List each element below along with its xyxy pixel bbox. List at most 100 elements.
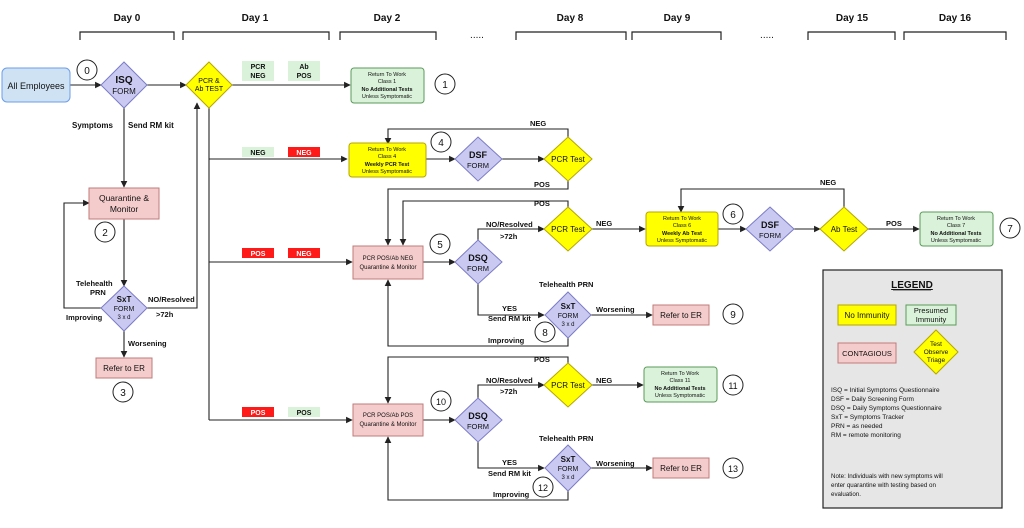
timeline-ellipsis-1: ..... (470, 30, 484, 41)
edge-labels: Symptoms Send RM kit Telehealth PRN Impr… (66, 119, 902, 499)
step-circle-11 (722, 374, 744, 396)
label-improving-12: Improving (493, 490, 530, 499)
sxt-main-title: SxT (117, 295, 132, 304)
label-no-resolved-main: NO/Resolved (148, 295, 195, 304)
edge-pcr4-neg-loop (384, 128, 569, 145)
tag-row10-pcr-box (242, 407, 274, 417)
label-worsening-main: Worsening (128, 339, 167, 348)
label-pos-row10: POS (534, 355, 550, 364)
dsf4-sub: FORM (467, 161, 489, 170)
pcr-pos-ab-pos-box (352, 403, 424, 437)
legend-note-line3: evaluation. (831, 491, 861, 498)
tag-row5-pcr-box (242, 248, 274, 258)
bracket-day-15 (807, 31, 896, 40)
step-number-7: 7 (1007, 224, 1013, 235)
tag-row4-pcr: NEG (250, 150, 266, 157)
label-72h-row10: >72h (500, 387, 518, 396)
step-number-3: 3 (120, 388, 126, 399)
rtw6-l1: Return To Work (663, 216, 701, 222)
rtw11-l1: Return To Work (661, 371, 699, 377)
dsq5-sub: FORM (467, 264, 489, 273)
legend-test-l1: Test (930, 341, 942, 348)
refer-er-13-box (652, 457, 710, 479)
tag-row5-pcr: POS (251, 251, 266, 258)
sxt12-title: SxT (561, 455, 576, 464)
legend: LEGEND No Immunity Presumed Immunity CON… (822, 269, 1003, 509)
rtw-class11-box (643, 366, 718, 403)
quarantine-monitor-box (88, 187, 160, 220)
legend-note: Note: Individuals with new symptoms will… (831, 473, 943, 498)
rtw11-l3: No Additional Tests (654, 386, 705, 392)
sxt-main-sub: FORM (114, 306, 135, 313)
day-label-1: Day 1 (242, 13, 269, 24)
step-number-8: 8 (542, 328, 548, 339)
pcr-test-4-label: PCR Test (551, 155, 585, 164)
step-numbers: 0 1 2 3 4 5 6 7 8 9 10 11 12 13 (84, 66, 1013, 493)
tag-ab-pos-l1: Ab (299, 64, 308, 71)
step-circle-5 (429, 233, 451, 255)
sxt8-title: SxT (561, 302, 576, 311)
rtw7-l2: Class 7 (947, 223, 965, 229)
label-send-rm-kit-12: Send RM kit (488, 469, 531, 478)
rtw6-l4: Unless Symptomatic (657, 238, 707, 244)
label-improving-main: Improving (66, 313, 103, 322)
step-circle-10 (430, 390, 452, 412)
legend-note-line2: enter quarantine with testing based on (831, 482, 936, 489)
isq-form-diamond (100, 61, 148, 109)
label-send-rm-kit-8: Send RM kit (488, 314, 531, 323)
rtw1-l2: Class 1 (378, 79, 396, 85)
tag-pcr-neg-l2: NEG (250, 73, 266, 80)
connectors (63, 81, 920, 501)
tag-row5-ab: NEG (296, 251, 312, 258)
label-neg-row10: NEG (596, 376, 612, 385)
legend-title: LEGEND (891, 280, 933, 291)
edge-dsq10-sxt12 (477, 442, 545, 472)
dsq10-sub: FORM (467, 422, 489, 431)
dsf6-title: DSF (761, 220, 780, 230)
label-improving-8: Improving (488, 336, 525, 345)
step-number-10: 10 (436, 397, 446, 407)
all-employees-label: All Employees (7, 81, 65, 91)
label-no-resolved-row5: NO/Resolved (486, 220, 533, 229)
bracket-day-9 (631, 31, 722, 40)
step-number-4: 4 (438, 138, 444, 149)
dsf4-title: DSF (469, 150, 488, 160)
pcr-pos-ab-neg-box (352, 245, 424, 280)
bracket-day-2 (339, 31, 437, 40)
label-send-rm-kit-main: Send RM kit (128, 121, 174, 130)
legend-contagious-swatch (837, 342, 897, 364)
step-circle-13 (722, 457, 744, 479)
step-circle-2 (94, 221, 116, 243)
label-72h-row5: >72h (500, 232, 518, 241)
tag-pcr-neg-l1: PCR (251, 64, 266, 71)
legend-presumed-l1: Presumed (914, 306, 948, 315)
legend-no-immunity-swatch (837, 304, 897, 326)
legend-test-l2: Observe (924, 349, 949, 356)
rtw11-l2: Class 11 (670, 378, 691, 384)
label-worsening-8: Worsening (596, 305, 635, 314)
rtw4-l3: Weekly PCR Test (365, 162, 410, 168)
step-circle-4 (430, 131, 452, 153)
rtw4-l1: Return To Work (368, 147, 406, 153)
step-circle-1 (434, 73, 456, 95)
pcrposabpos-l1: PCR POS/Ab POS (363, 413, 413, 419)
step-circle-7 (999, 217, 1021, 239)
step-number-0: 0 (84, 66, 90, 77)
step-number-9: 9 (730, 310, 736, 321)
rtw11-l4: Unless Symptomatic (655, 393, 705, 399)
dsq5-title: DSQ (468, 253, 488, 263)
step-circles (76, 59, 1021, 498)
label-neg-row6: NEG (820, 178, 836, 187)
dsq10-title: DSQ (468, 411, 488, 421)
refer-er-9-box (652, 304, 710, 326)
isq-sub: FORM (112, 87, 136, 96)
label-telehealth-main: Telehealth (76, 279, 113, 288)
legend-test-l3: Triage (927, 357, 946, 364)
day-label-9: Day 9 (664, 13, 691, 24)
refer-er-13-label: Refer to ER (660, 464, 702, 473)
ab-test-6-diamond (819, 206, 869, 252)
tag-row5-ab-box (288, 248, 320, 258)
timeline: Day 0 Day 1 Day 2 Day 8 Day 9 Day 15 Day… (79, 13, 1007, 41)
dsf-form-6-diamond (745, 206, 795, 252)
rtw4-l4: Unless Symptomatic (362, 169, 412, 175)
